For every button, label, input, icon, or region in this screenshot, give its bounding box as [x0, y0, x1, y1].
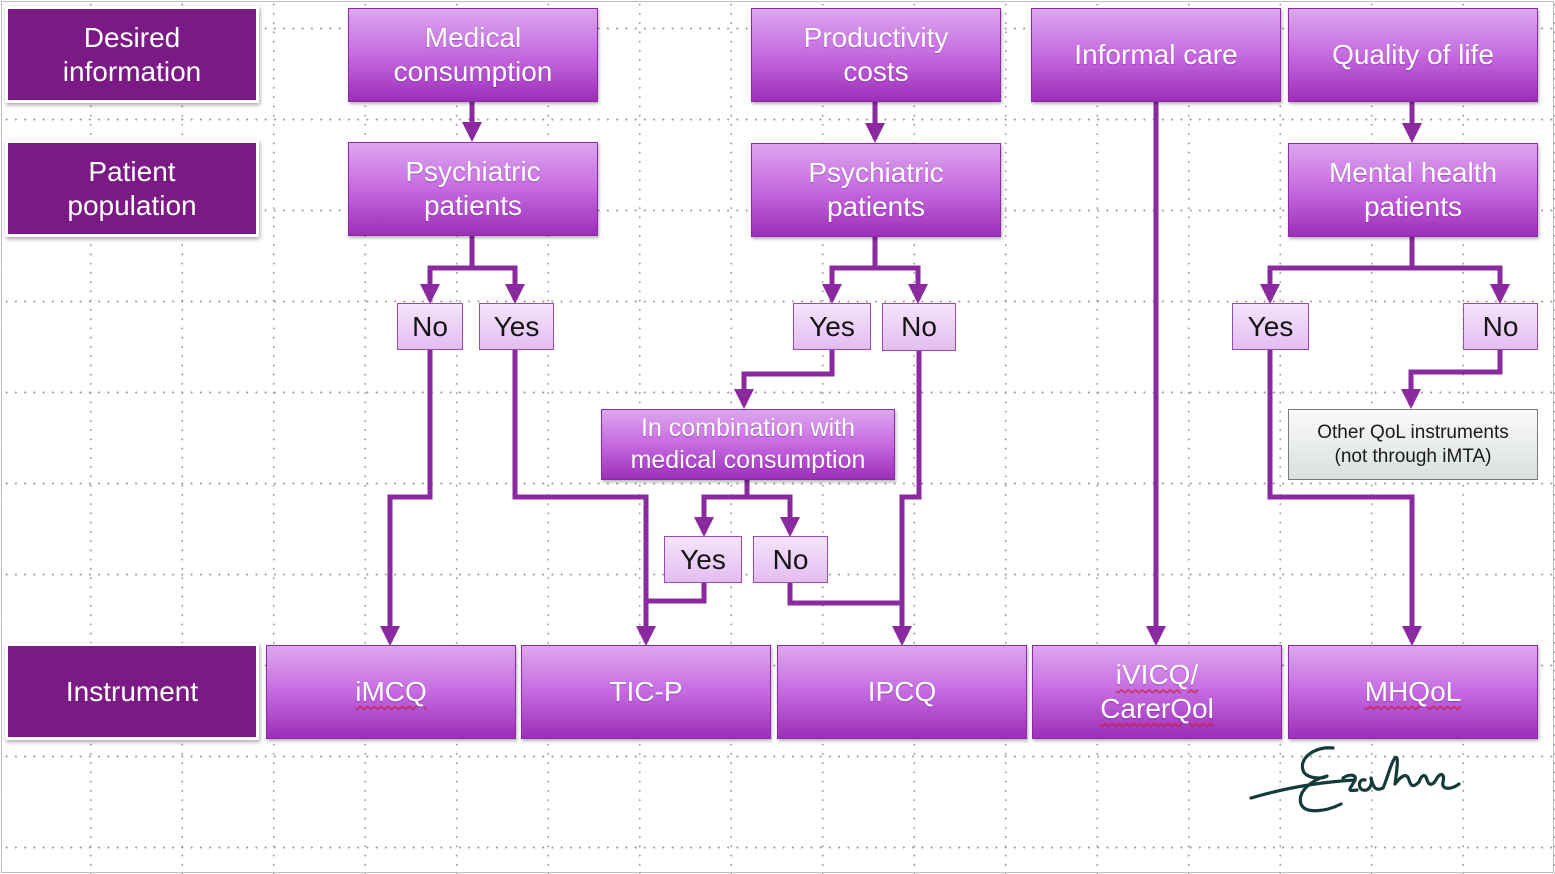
choice-combination-yes: Yes — [664, 536, 742, 583]
population-mental-health-patients: Mental health patients — [1288, 143, 1538, 237]
choice-productivity-no: No — [882, 303, 956, 351]
instrument-tic-p: TIC-P — [521, 645, 771, 739]
desired-productivity-costs: Productivity costs — [751, 8, 1001, 102]
population-psychiatric-patients-productivity: Psychiatric patients — [751, 143, 1001, 237]
arrow-productivity-split-yes — [822, 236, 878, 304]
arrow-psychiatric-split-yes — [472, 265, 525, 304]
arrow-combination-no-to-ipcq — [787, 583, 912, 646]
instrument-ipcq: IPCQ — [777, 645, 1027, 739]
arrow-yes-to-mhqol — [1267, 350, 1422, 646]
combination-with-medical-consumption: In combination with medical consumption — [601, 409, 895, 480]
arrow-mental-split-yes — [1260, 236, 1415, 304]
instrument-ivicq-carerqol: iVICQ/ CarerQol — [1032, 645, 1282, 739]
arrow-no-to-other — [1401, 350, 1503, 409]
choice-qol-yes: Yes — [1232, 303, 1309, 350]
row-label-desired-information: Desired information — [5, 6, 259, 103]
other-qol-instruments: Other QoL instruments (not through iMTA) — [1288, 409, 1538, 480]
choice-medical-yes: Yes — [479, 303, 554, 350]
arrow-mental-split-no — [1412, 265, 1510, 304]
arrow-no-to-imcq — [380, 350, 433, 646]
arrow-yes-to-combination — [734, 350, 835, 409]
arrow-combination-yes-to-ticp — [646, 583, 707, 604]
arrow-productivity-split-no — [875, 265, 928, 304]
arrow-no-to-ipcq — [899, 350, 922, 603]
desired-quality-of-life: Quality of life — [1288, 8, 1538, 102]
row-label-patient-population: Patient population — [5, 140, 259, 237]
arrow-psychiatric-split-no — [420, 236, 475, 304]
choice-medical-no: No — [397, 303, 463, 350]
choice-productivity-yes: Yes — [793, 303, 871, 350]
arrow-yes-to-ticp — [512, 350, 656, 646]
choice-qol-no: No — [1463, 303, 1538, 350]
instrument-imcq: iMCQ — [266, 645, 516, 739]
row-label-instrument: Instrument — [5, 643, 259, 740]
desired-medical-consumption: Medical consumption — [348, 8, 598, 102]
choice-combination-no: No — [753, 536, 828, 583]
arrow-combination-split-yes — [694, 480, 750, 537]
arrow-combination-split-no — [747, 494, 800, 537]
population-psychiatric-patients-medical: Psychiatric patients — [348, 142, 598, 236]
instrument-mhqol: MHQoL — [1288, 645, 1538, 739]
desired-informal-care: Informal care — [1031, 8, 1281, 102]
erasmus-logo — [1249, 746, 1461, 813]
